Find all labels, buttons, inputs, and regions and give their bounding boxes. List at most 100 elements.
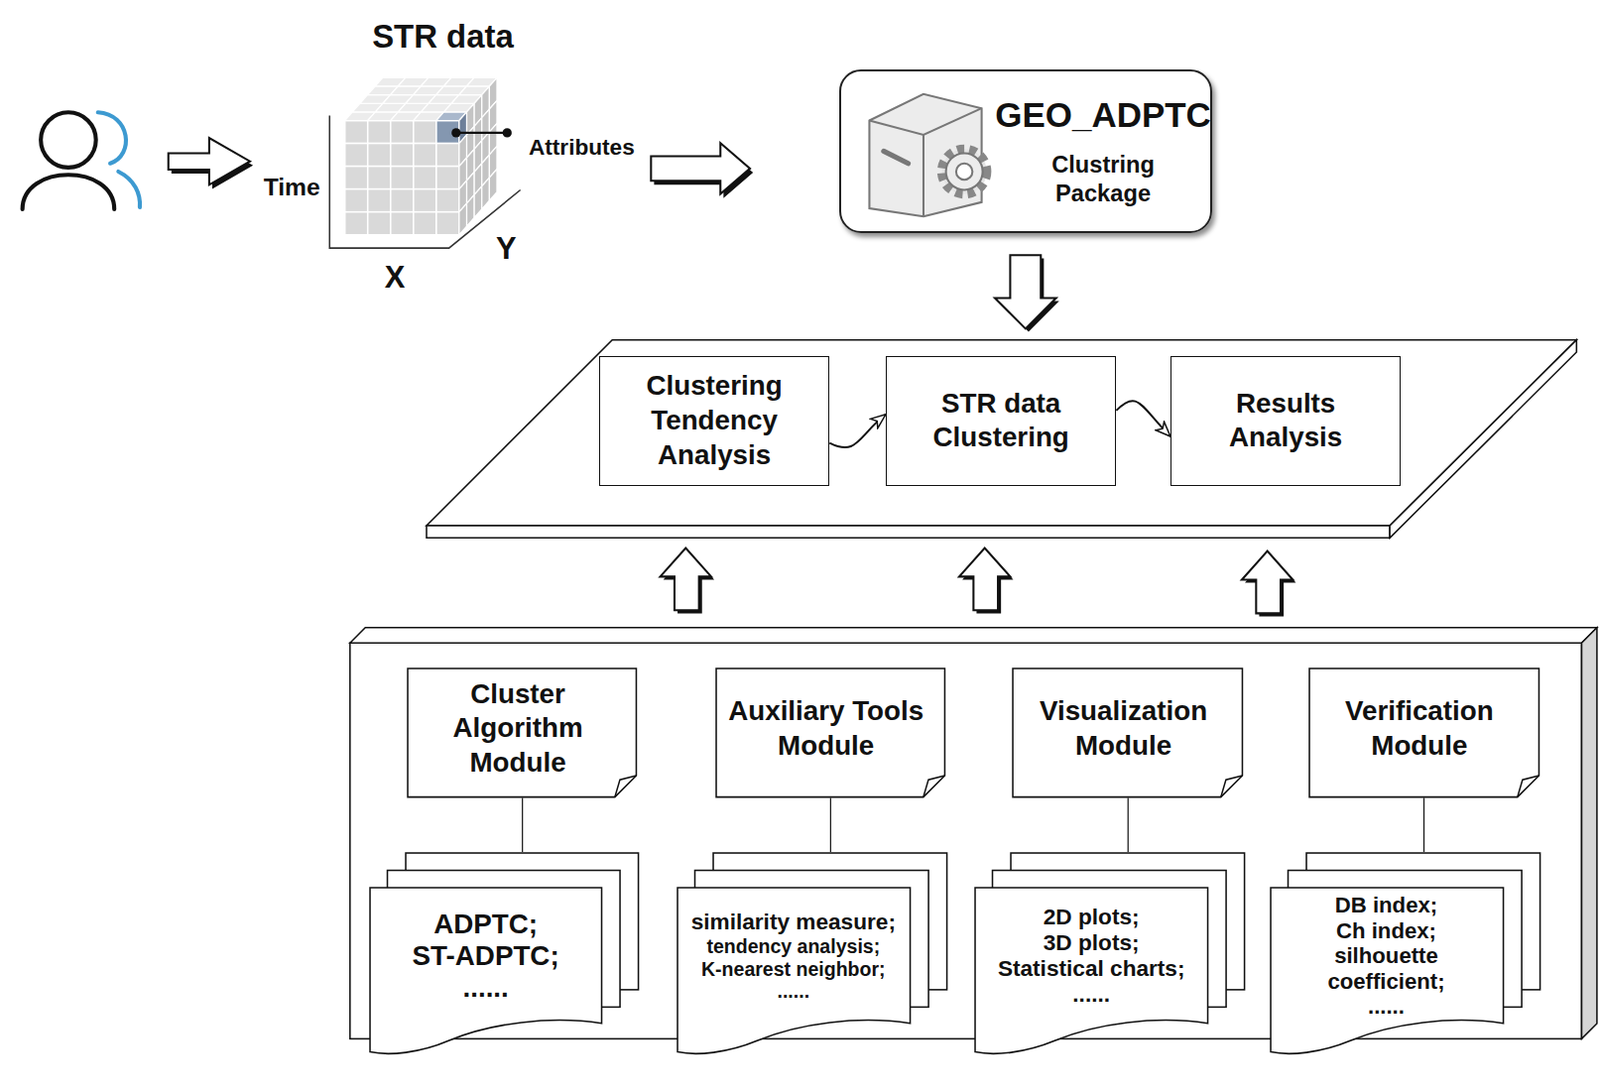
cube-axes <box>329 115 520 248</box>
list-item: ...... <box>777 980 811 1002</box>
document-fold <box>923 775 946 798</box>
box-label: Visualization Module <box>1017 694 1229 763</box>
cube-cell <box>413 189 437 213</box>
cube-cell <box>390 189 414 213</box>
text-area: Results Analysis <box>1171 357 1400 486</box>
drawing-part <box>946 152 984 190</box>
drawing-part <box>1241 551 1293 615</box>
cube-cell <box>436 143 460 167</box>
cube-cell <box>345 166 369 190</box>
list-item: K-nearest neighbor; <box>701 958 886 981</box>
text-area: similarity measure;tendency analysis;K-n… <box>676 888 911 1024</box>
cube-cell <box>390 212 414 236</box>
text-area: ADPTC;ST-ADPTC;...... <box>369 888 603 1024</box>
list-item: ...... <box>1072 982 1110 1008</box>
text-area: Verification Module <box>1308 667 1531 791</box>
cube-cell <box>436 212 460 236</box>
drawing-part <box>502 127 512 137</box>
front-page <box>677 887 911 1054</box>
cube-cell <box>390 121 414 144</box>
process-box: Clustering Tendency Analysis <box>599 356 830 487</box>
list-item: silhouette coefficient; <box>1275 943 1498 994</box>
drawing-part <box>456 131 507 134</box>
data-cube <box>345 77 497 235</box>
module-document: Verification Module <box>1308 667 1541 799</box>
document-outline <box>716 668 945 798</box>
box-label: Clustering Tendency Analysis <box>606 369 823 473</box>
list-item: 3D plots; <box>1043 930 1140 957</box>
package-name: GEO_ADPTC <box>994 93 1212 137</box>
drawing-part <box>350 627 1598 643</box>
front-page <box>369 887 603 1054</box>
item-list-document: 2D plots;3D plots;Statistical charts;...… <box>974 852 1246 1057</box>
module-document: Cluster Algorithm Module <box>406 667 637 799</box>
drawing-part <box>426 525 1390 538</box>
box-label: Verification Module <box>1314 694 1525 763</box>
drawing-part <box>959 548 1010 612</box>
text-area: STR data Clustering <box>886 357 1115 486</box>
drawing-part <box>956 163 973 180</box>
list-item: DB index; <box>1335 892 1438 918</box>
cube-cell <box>413 143 437 167</box>
document-fold <box>615 775 637 798</box>
drawing-part <box>118 171 140 208</box>
process-box: STR data Clustering <box>885 356 1116 487</box>
text-area: GEO_ADPTC Clustring Package <box>995 71 1211 232</box>
list-item: Statistical charts; <box>997 956 1186 983</box>
drawing-part <box>1389 340 1577 539</box>
drawing-part <box>994 254 1057 329</box>
document-fold <box>1517 775 1540 798</box>
connector-line <box>521 797 523 853</box>
text-area: Visualization Module <box>1011 667 1234 791</box>
list-item: 2D plots; <box>1043 904 1140 931</box>
list-item: ...... <box>462 972 508 1004</box>
cube-cell <box>467 194 476 227</box>
list-item: tendency analysis; <box>706 935 880 958</box>
module-document: Auxiliary Tools Module <box>715 667 946 799</box>
package-box: GEO_ADPTC Clustring Package <box>839 69 1214 234</box>
cube-cell <box>436 166 460 190</box>
cube-cell <box>345 189 369 213</box>
item-list-document: ADPTC;ST-ADPTC;...... <box>369 852 640 1057</box>
drawing-part <box>98 112 126 163</box>
document-fold <box>1221 775 1243 798</box>
list-item: ADPTC; <box>433 908 538 941</box>
document-outline <box>407 668 636 798</box>
drawing-part <box>883 150 909 163</box>
document-outline <box>1309 668 1539 798</box>
cube-cell <box>474 186 483 219</box>
axis-label: Attributes <box>528 134 635 161</box>
text-area: 2D plots;3D plots;Statistical charts;...… <box>974 888 1209 1024</box>
drawing-part <box>40 112 97 168</box>
drawing-part <box>22 174 116 210</box>
cube-cell <box>368 212 391 236</box>
connector-line <box>830 797 832 853</box>
flow-arrow <box>829 414 886 448</box>
box-label: STR data Clustering <box>892 386 1109 456</box>
drawing-part <box>1581 627 1597 1040</box>
list-item: similarity measure; <box>691 909 896 936</box>
text-area: Clustering Tendency Analysis <box>600 357 829 486</box>
item-list-document: similarity measure;tendency analysis;K-n… <box>676 852 949 1057</box>
drawing-part <box>922 134 925 217</box>
process-box: Results Analysis <box>1170 356 1401 487</box>
cube-cell <box>436 189 460 213</box>
box-label: Cluster Algorithm Module <box>412 677 622 781</box>
text-area: DB index;Ch index;silhouette coefficient… <box>1269 888 1504 1024</box>
drawing-part <box>426 340 1577 526</box>
module-document: Visualization Module <box>1011 667 1244 799</box>
front-page <box>975 887 1209 1054</box>
cube-cell <box>413 212 437 236</box>
drawing-part <box>660 548 712 612</box>
cube-cell <box>413 166 437 190</box>
cube-cell <box>345 212 369 236</box>
cube-cell <box>345 143 369 167</box>
cube-cell <box>368 121 391 144</box>
package-icon <box>868 94 986 217</box>
connector-line <box>1423 797 1425 853</box>
list-item: Ch index; <box>1336 918 1437 944</box>
user-icon <box>22 112 140 210</box>
box-label: Clustring Package <box>1001 150 1205 210</box>
connector-line <box>1127 797 1129 853</box>
